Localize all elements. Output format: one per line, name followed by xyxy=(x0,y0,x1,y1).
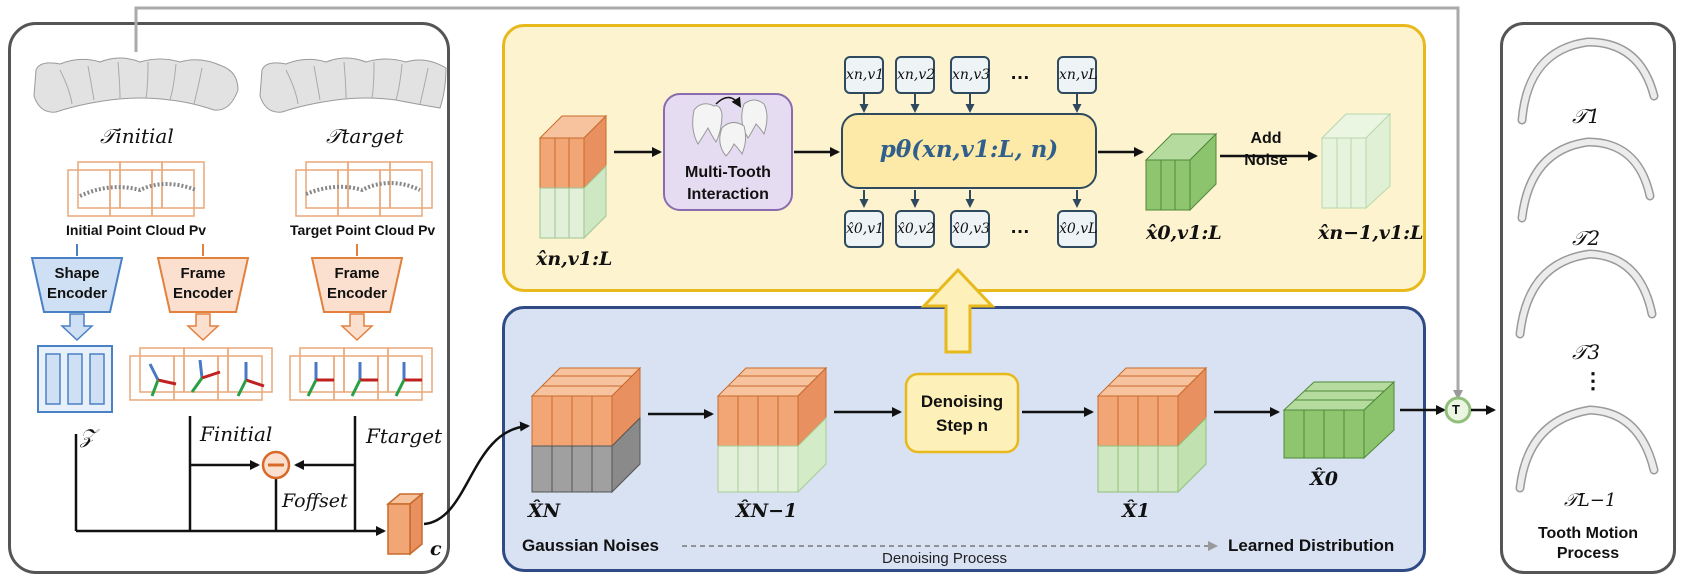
subtract-node xyxy=(261,450,291,480)
up-arrow xyxy=(920,267,996,354)
top-node-2: xn,v2 xyxy=(895,56,935,94)
feedback-line xyxy=(134,6,1463,400)
f-target-label: Ftarget xyxy=(366,424,443,448)
xn1-label: X̂N−1 xyxy=(736,500,798,522)
top-node-3: xn,v3 xyxy=(950,56,990,94)
target-cloud-label: Target Point Cloud Pv xyxy=(290,222,436,238)
tau-initial: 𝒯initial xyxy=(100,124,174,148)
tau-2: 𝒯2 xyxy=(1572,226,1601,250)
bottom-node-ellipsis: … xyxy=(1010,216,1030,238)
top-node-1: xn,v1 xyxy=(844,56,884,94)
t-circle-label: T xyxy=(1452,402,1460,417)
bottom-node-2: x̂0,v2 xyxy=(895,210,935,248)
tau-3: 𝒯3 xyxy=(1572,340,1601,364)
stack-xn xyxy=(530,366,642,494)
stack-x0 xyxy=(1282,380,1396,460)
shape-encoder-shape xyxy=(30,244,124,313)
tau-ellipsis: ⋮ xyxy=(1582,368,1604,393)
bottom-node-3: x̂0,v3 xyxy=(950,210,990,248)
c-label: c xyxy=(430,538,442,560)
input-label: x̂n,v1:L xyxy=(536,248,613,270)
f-initial-label: Finitial xyxy=(200,422,273,446)
frame-encoder-target-shape xyxy=(310,244,404,313)
top-node-L: xn,vL xyxy=(1057,56,1098,94)
x1-label: X̂1 xyxy=(1122,500,1150,522)
noisy-stack xyxy=(1320,112,1392,210)
initial-point-cloud xyxy=(67,161,205,217)
initial-frames xyxy=(129,347,273,401)
initial-cloud-label: Initial Point Cloud Pv xyxy=(66,222,206,238)
multi-tooth-box xyxy=(663,93,793,211)
p-theta-box xyxy=(841,113,1097,189)
condition-cube xyxy=(385,492,425,556)
f-offset-label: Foffset xyxy=(282,490,348,512)
xn-label: X̂N xyxy=(528,500,561,522)
frame-encoder-initial-shape xyxy=(156,244,250,313)
p-theta-label: pθ(xn,v1:L, n) xyxy=(879,136,1059,163)
shape-latent xyxy=(37,345,113,413)
process-label: Denoising Process xyxy=(882,550,1008,567)
output-label: x̂0,v1:L xyxy=(1146,222,1222,244)
input-stack xyxy=(538,114,608,240)
left-wiring xyxy=(74,416,386,536)
target-point-cloud xyxy=(295,161,433,217)
z-label: 𝒵 xyxy=(80,424,96,448)
tau-target: 𝒯target xyxy=(326,124,404,148)
stack-xn1 xyxy=(716,366,828,494)
bottom-node-1: x̂0,v1 xyxy=(844,210,884,248)
tau-l1: 𝒯L−1 xyxy=(1564,490,1617,511)
gaussian-label: Gaussian Noises xyxy=(522,536,660,555)
learned-label: Learned Distribution xyxy=(1228,536,1395,555)
noisy-label: x̂n−1,v1:L xyxy=(1318,222,1424,244)
t-circle xyxy=(1444,396,1472,424)
initial-teeth xyxy=(33,57,239,113)
target-frames xyxy=(289,347,433,401)
denoising-step-box xyxy=(904,372,1020,454)
top-node-ellipsis: … xyxy=(1010,62,1030,84)
bottom-node-L: x̂0,vL xyxy=(1057,210,1097,248)
condition-arrow xyxy=(423,421,530,526)
output-stack xyxy=(1144,132,1218,212)
target-teeth xyxy=(259,57,447,113)
stack-x1 xyxy=(1096,366,1208,494)
x0-label: X̂0 xyxy=(1310,468,1338,490)
tau-1: 𝒯1 xyxy=(1572,104,1601,128)
